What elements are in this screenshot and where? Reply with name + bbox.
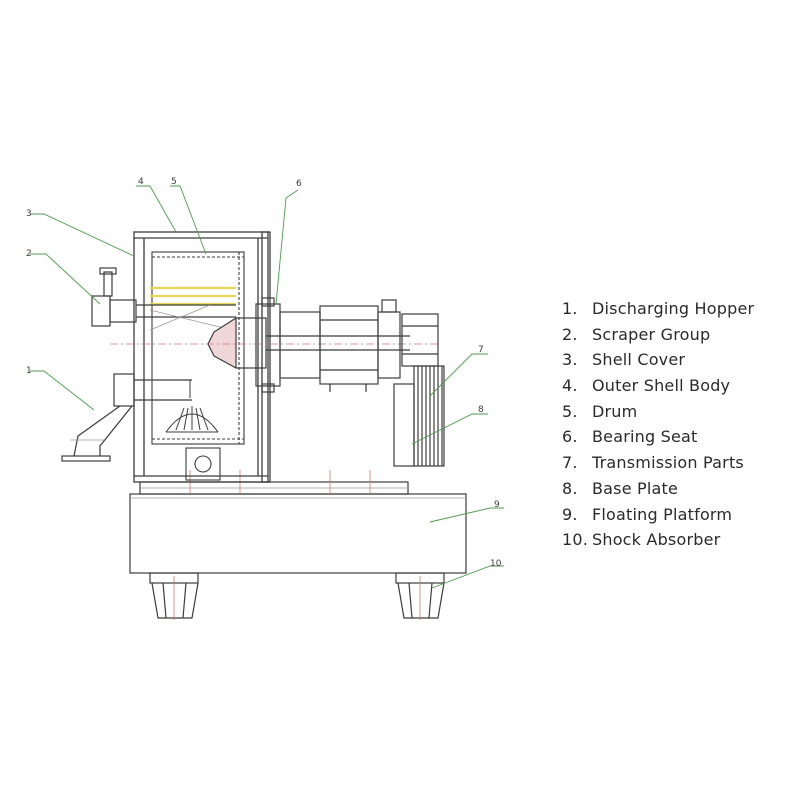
callout-8: 8: [478, 405, 484, 415]
callout-3: 3: [26, 209, 32, 219]
leader-6: [275, 189, 299, 305]
callout-6: 6: [296, 179, 302, 189]
legend-number: 3.: [562, 350, 578, 370]
legend-label: Scraper Group: [592, 324, 711, 344]
leader-3: [30, 213, 135, 257]
legend-label: Floating Platform: [592, 504, 733, 524]
callout-4: 4: [138, 177, 144, 187]
legend-item-base-plate: 8. Base Plate: [562, 476, 794, 502]
legend-item-floating-platform: 9. Floating Platform: [562, 502, 794, 528]
legend-item-bearing-seat: 6. Bearing Seat: [562, 424, 794, 450]
legend-number: 2.: [562, 324, 578, 344]
leader-1: [30, 370, 95, 411]
legend-number: 7.: [562, 453, 578, 473]
bearing-seat: [255, 297, 401, 393]
legend-item-shock-absorber: 10.Shock Absorber: [562, 527, 794, 553]
legend-number: 8.: [562, 478, 578, 498]
legend-number: 6.: [562, 427, 578, 447]
discharging-hopper: [61, 373, 192, 462]
shock-absorber-right: [395, 572, 445, 620]
leader-2: [30, 253, 101, 305]
shock-absorber-left: [149, 572, 199, 620]
leader-5: [170, 185, 207, 255]
legend-item-shell-cover: 3. Shell Cover: [562, 347, 794, 373]
legend-label: Shell Cover: [592, 350, 686, 370]
callout-10: 10: [490, 559, 502, 569]
legend-label: Outer Shell Body: [592, 376, 731, 396]
legend-item-drum: 5. Drum: [562, 399, 794, 425]
legend-number: 1.: [562, 299, 578, 318]
callout-5: 5: [171, 177, 177, 187]
outer-shell-body: [133, 231, 271, 483]
callout-2: 2: [26, 249, 32, 259]
legend-number: 9.: [562, 504, 578, 524]
legend-label: Transmission Parts: [592, 453, 744, 473]
floating-platform: [129, 493, 467, 574]
inspection-port: [185, 447, 221, 481]
transmission-parts: [381, 299, 445, 467]
legend-item-outer-shell-body: 4. Outer Shell Body: [562, 373, 794, 399]
leader-10: [431, 565, 504, 589]
legend-label: Base Plate: [592, 478, 679, 498]
legend-label: Shock Absorber: [592, 530, 721, 550]
leader-7: [429, 353, 488, 397]
legend-label: Drum: [592, 401, 638, 421]
legend-item-discharging-hopper: 1. Discharging Hopper: [562, 296, 794, 322]
legend-number: 4.: [562, 376, 578, 396]
legend-label: Bearing Seat: [592, 427, 698, 447]
drum: [151, 251, 245, 445]
leader-lines: [30, 185, 504, 589]
callout-numbers: 3 2 1 4 5 6 7 8 9 10: [26, 177, 502, 569]
hub-shaft: [110, 317, 440, 369]
callout-7: 7: [478, 345, 484, 355]
callout-1: 1: [26, 366, 32, 376]
leader-9: [429, 507, 504, 523]
legend-number: 5.: [562, 401, 578, 421]
scraper-blade: [150, 286, 236, 306]
legend-item-scraper-group: 2. Scraper Group: [562, 322, 794, 348]
legend-number: 10.: [562, 530, 589, 550]
callout-9: 9: [494, 500, 500, 510]
legend-item-transmission-parts: 7. Transmission Parts: [562, 450, 794, 476]
leader-8: [411, 413, 488, 445]
base-plate: [139, 470, 409, 495]
legend-label: Discharging Hopper: [592, 299, 755, 318]
leader-4: [136, 185, 177, 233]
parts-legend: 1. Discharging Hopper 2. Scraper Group 3. S…: [562, 296, 794, 553]
scraper-group: [91, 267, 236, 331]
discharge-cone: [165, 380, 219, 433]
